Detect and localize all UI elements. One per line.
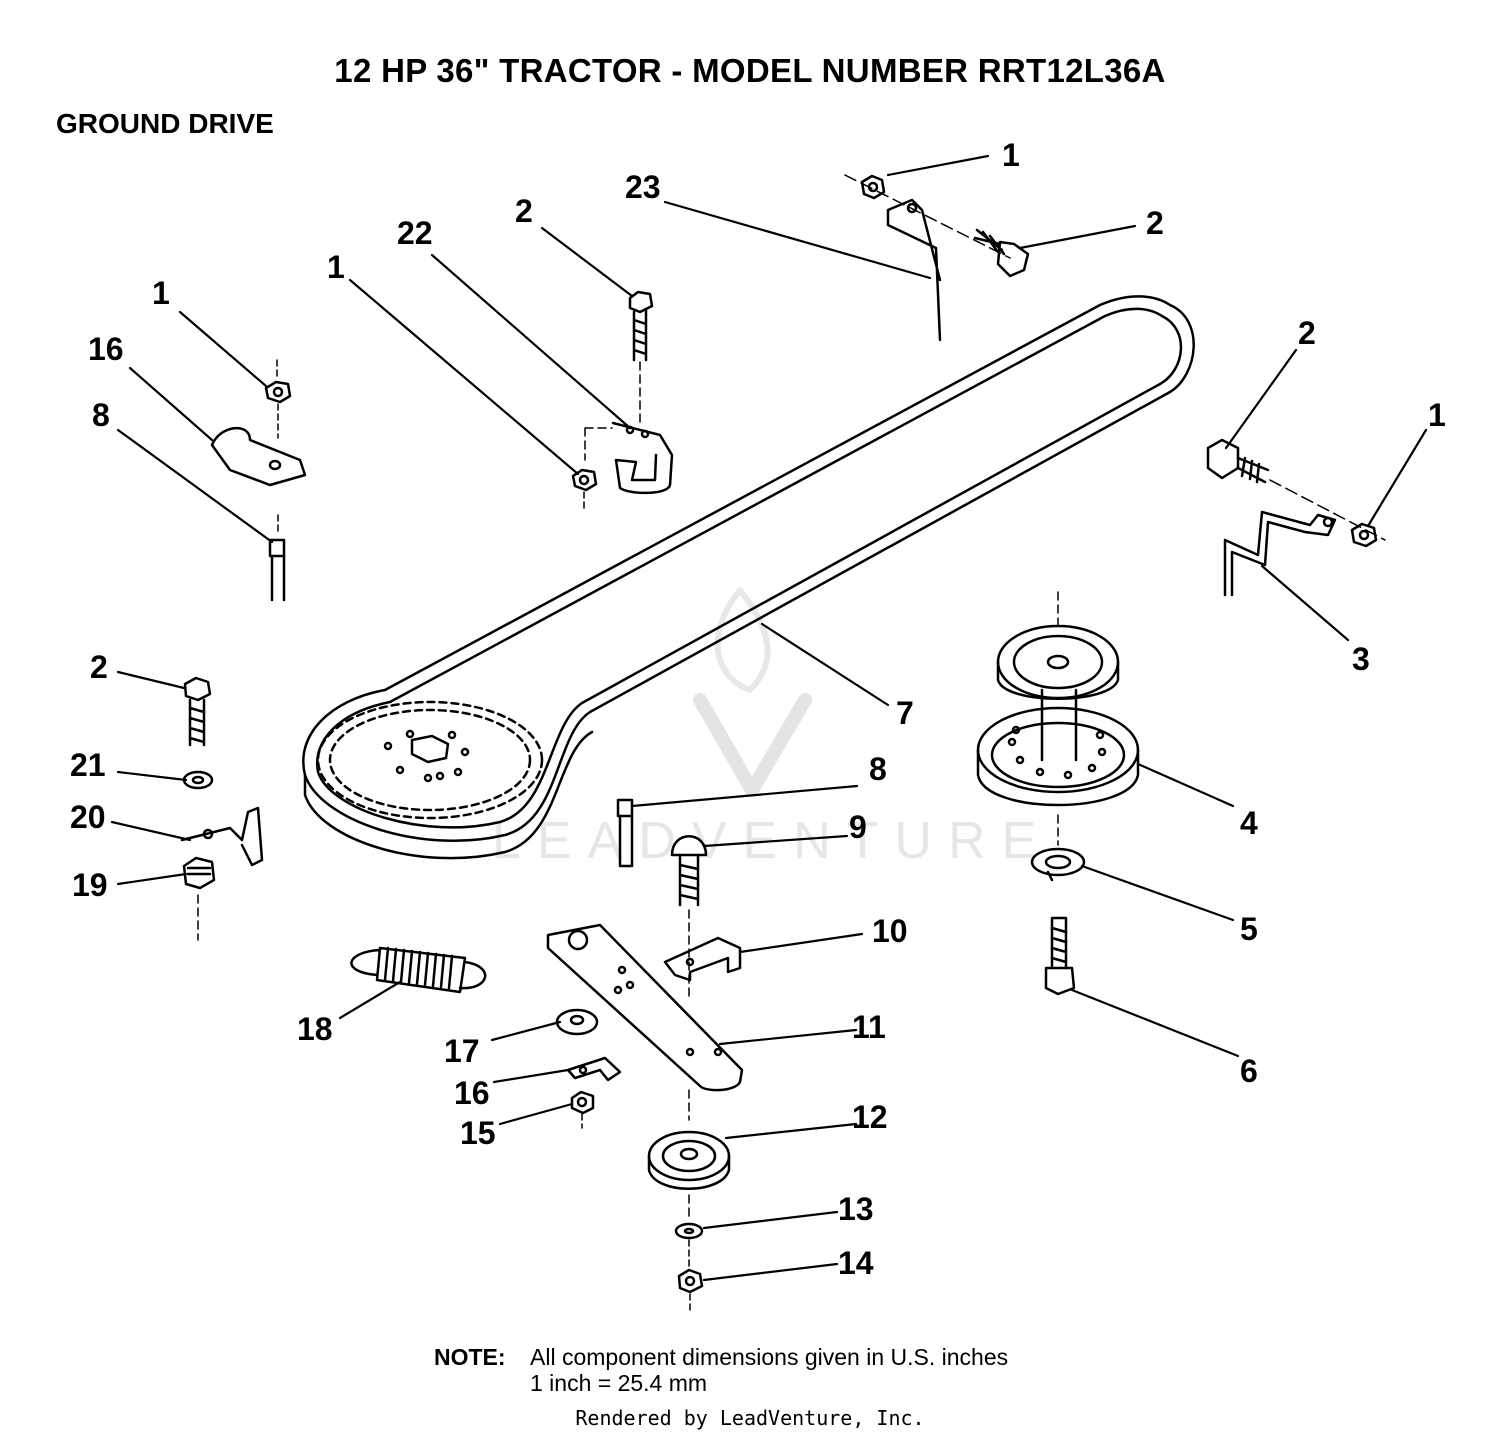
hex-nut-1-belt-keeper <box>571 468 598 509</box>
hex-nut-14 <box>677 1268 704 1313</box>
callout-8-center: 8 <box>869 751 887 787</box>
note-line-1: All component dimensions given in U.S. i… <box>530 1344 1009 1370</box>
clip-16-upper <box>210 426 307 487</box>
callout-13: 13 <box>838 1191 874 1227</box>
bolt-2-top-right <box>973 228 1030 278</box>
washer-21 <box>182 770 214 790</box>
ground-drive-belt <box>302 295 1195 860</box>
bracket-3 <box>1223 479 1386 597</box>
double-pulley-4 <box>976 591 1140 846</box>
callout-19: 19 <box>72 867 108 903</box>
hex-nut-1-top <box>860 174 886 200</box>
note-label: NOTE: <box>434 1344 506 1370</box>
leader-lines <box>110 154 1428 1282</box>
belt-guide-23 <box>844 174 1011 342</box>
callout-2-belt-keeper: 2 <box>515 193 533 229</box>
watermark: LEADVENTURE <box>492 587 1036 870</box>
bolt-2-lower-left <box>183 676 212 747</box>
callout-18: 18 <box>297 1011 333 1047</box>
rendered-by-footer: Rendered by LeadVenture, Inc. <box>575 1406 925 1430</box>
bracket-20 <box>180 806 264 867</box>
callout-11: 11 <box>852 1009 886 1045</box>
callout-15: 15 <box>460 1115 496 1151</box>
section-title: GROUND DRIVE <box>56 108 274 139</box>
washer-13 <box>674 1222 704 1269</box>
callout-17: 17 <box>444 1033 480 1069</box>
callout-8-left: 8 <box>92 397 110 433</box>
shoulder-bolt-8-center <box>616 798 634 868</box>
callout-23: 23 <box>625 169 661 205</box>
belt-keeper-22 <box>584 421 674 495</box>
page-title: 12 HP 36" TRACTOR - MODEL NUMBER RRT12L3… <box>334 52 1166 89</box>
watermark-logo-icon <box>693 693 812 797</box>
callout-22: 22 <box>397 215 433 251</box>
callout-20: 20 <box>70 799 106 835</box>
transaxle-pulley <box>316 700 544 820</box>
callout-16-lower: 16 <box>454 1075 490 1111</box>
bracket-10 <box>663 936 742 982</box>
callout-1-upper-left: 1 <box>152 275 170 311</box>
idler-pulley-12 <box>647 1130 731 1221</box>
callout-1-top: 1 <box>1002 137 1020 173</box>
callout-14: 14 <box>838 1245 874 1281</box>
hex-nut-1-upper-left <box>264 359 292 439</box>
callout-7: 7 <box>896 695 914 731</box>
callout-2-top-right: 2 <box>1146 205 1164 241</box>
callout-1-right: 1 <box>1428 397 1446 433</box>
spacer-17 <box>555 1008 599 1036</box>
callout-12: 12 <box>852 1099 888 1135</box>
bolt-6 <box>1044 916 1076 996</box>
callout-10: 10 <box>872 913 908 949</box>
callout-21: 21 <box>70 747 106 783</box>
callout-16-upper: 16 <box>88 331 124 367</box>
callout-2-lower-left: 2 <box>90 649 108 685</box>
callout-5: 5 <box>1240 911 1258 947</box>
clip-16-lower <box>566 1056 622 1082</box>
bolt-2-belt-keeper <box>628 290 654 426</box>
extension-spring-18 <box>350 946 487 994</box>
hex-nut-15 <box>570 1090 595 1129</box>
callout-2-right: 2 <box>1298 315 1316 351</box>
lock-washer-5 <box>1030 847 1086 882</box>
hex-nut-1-right <box>1350 522 1378 548</box>
carriage-bolt-9 <box>670 835 708 1001</box>
callout-1-belt-keeper: 1 <box>327 249 345 285</box>
watermark-flame-icon <box>714 587 771 693</box>
callout-numbers: 1 23 2 2 22 1 1 16 8 2 1 7 3 2 21 20 19 … <box>70 137 1446 1281</box>
callout-3: 3 <box>1352 641 1370 677</box>
lock-nut-19 <box>182 856 216 941</box>
shoulder-bolt-8-left <box>268 514 286 602</box>
bolt-2-right <box>1206 438 1270 484</box>
callout-4: 4 <box>1240 805 1258 841</box>
idler-arm-11 <box>546 923 744 1121</box>
note-line-2: 1 inch = 25.4 mm <box>530 1370 708 1396</box>
callout-9: 9 <box>849 809 867 845</box>
callout-6: 6 <box>1240 1053 1258 1089</box>
dimension-note: NOTE: All component dimensions given in U… <box>434 1344 1008 1396</box>
